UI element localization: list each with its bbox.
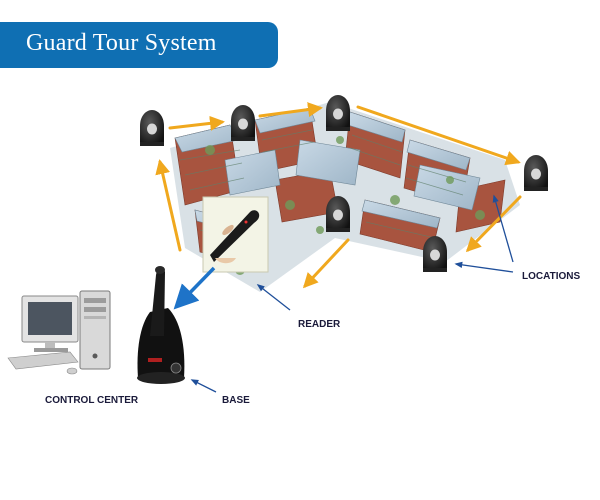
computer-icon xyxy=(7,290,111,375)
locations-pointer xyxy=(492,194,514,263)
reader-label: READER xyxy=(298,319,341,330)
title-banner: Guard Tour System xyxy=(0,22,278,68)
base-label: BASE xyxy=(222,395,250,406)
checkpoint-icon xyxy=(326,196,350,232)
checkpoints xyxy=(140,95,548,272)
reader-to-base-arrow xyxy=(173,266,216,310)
checkpoint-icon xyxy=(231,105,255,141)
route-arrow xyxy=(465,195,522,253)
route-arrow xyxy=(302,238,350,289)
checkpoint-icon xyxy=(423,236,447,272)
patrol-route xyxy=(155,102,522,289)
control-center-label: CONTROL CENTER xyxy=(45,395,139,406)
route-arrow xyxy=(155,159,182,252)
base-pointer xyxy=(190,379,217,393)
route-arrow xyxy=(168,115,225,131)
page-title: Guard Tour System xyxy=(26,30,217,56)
reader-inset xyxy=(202,196,269,273)
locations-label: LOCATIONS xyxy=(522,271,581,282)
route-arrow xyxy=(258,102,323,118)
route-arrow xyxy=(356,105,521,166)
locations-pointer xyxy=(454,261,514,273)
base-station-icon xyxy=(137,266,185,384)
checkpoint-icon xyxy=(140,110,164,146)
checkpoint-icon xyxy=(326,95,350,131)
reader-pointer xyxy=(256,284,291,311)
checkpoint-icon xyxy=(524,155,548,191)
